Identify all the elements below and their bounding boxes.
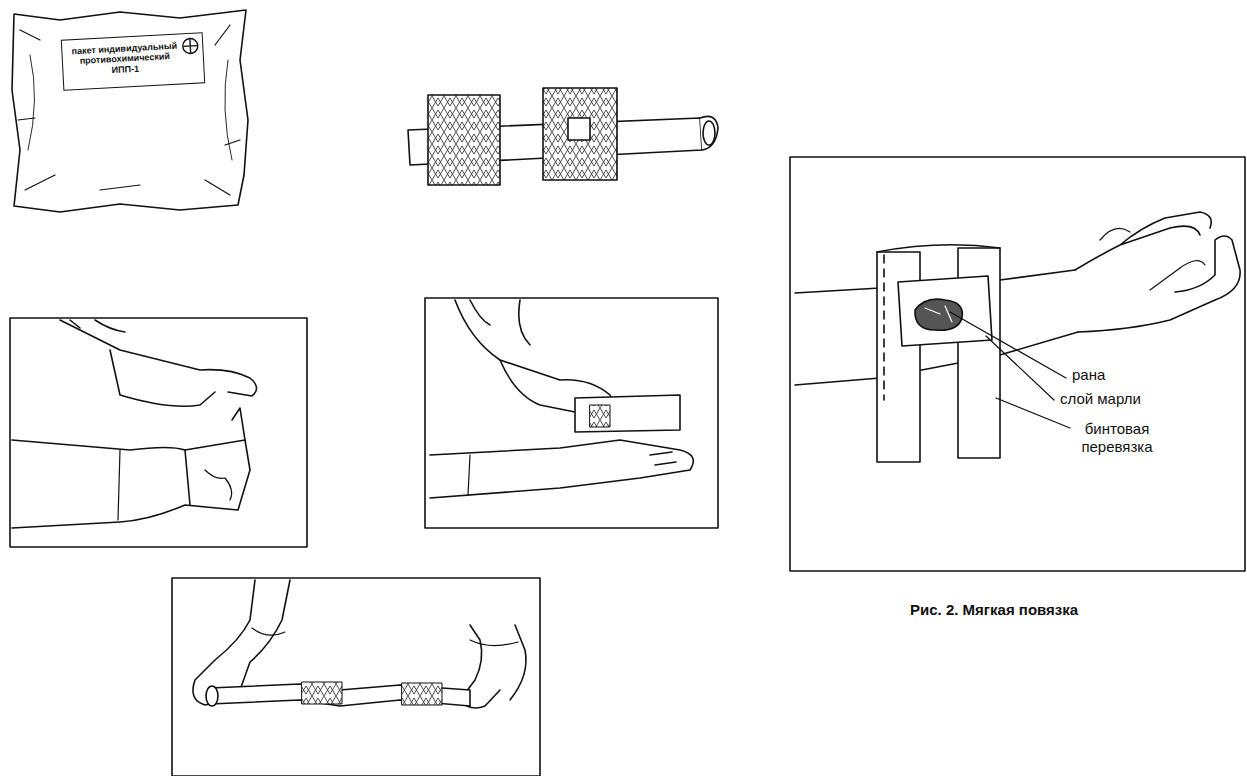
callout-label: бинтовая перевязка [1072,420,1162,456]
callout-label: слой марли [1058,390,1143,408]
package-label: пакет индивидуальный противохимический И… [61,32,205,90]
figure-caption: Рис. 2. Мягкая повязка [910,601,1078,618]
cross-symbol [181,37,200,56]
label-text: пакет индивидуальный противохимический И… [70,41,179,78]
callout-label: рана [1070,366,1107,384]
